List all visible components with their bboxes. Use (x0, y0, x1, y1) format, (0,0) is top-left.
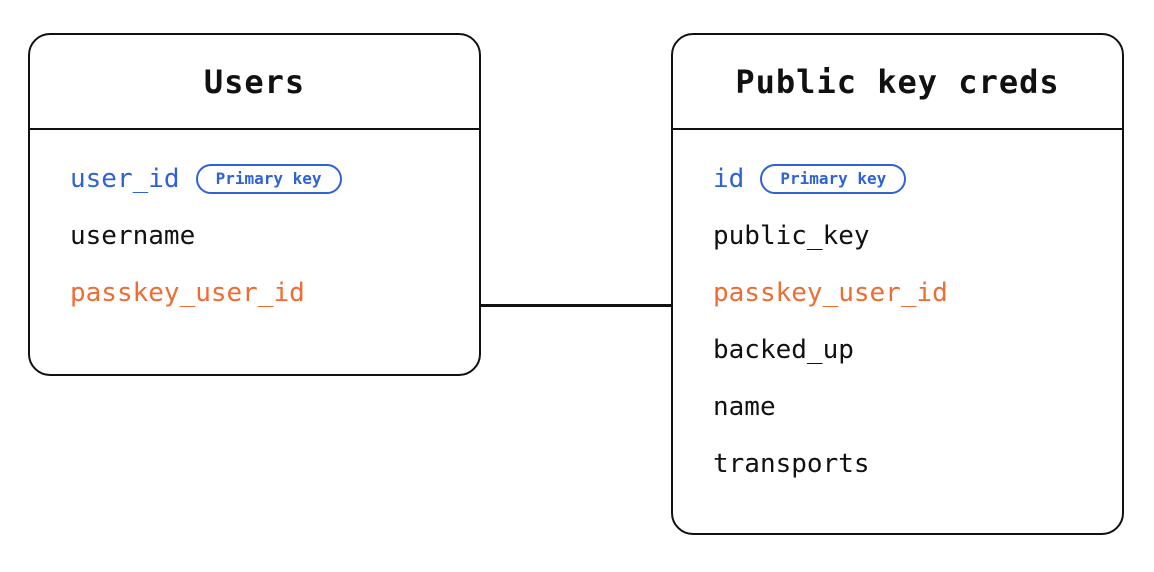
primary-key-badge-label: Primary key (780, 168, 887, 188)
entity-header-users: Users (30, 35, 479, 130)
field-row[interactable]: public_key (673, 207, 1122, 264)
field-row[interactable]: backed_up (673, 321, 1122, 378)
field-name: passkey_user_id (713, 277, 948, 308)
entity-header-public_key_creds: Public key creds (673, 35, 1122, 130)
field-row[interactable]: transports (673, 435, 1122, 492)
field-name: transports (713, 448, 870, 479)
entity-field-list-users: user_id Primary key username passkey_user_i… (30, 130, 479, 321)
entity-title: Users (203, 62, 306, 101)
relationship-line-users-to-public-key-creds[interactable] (481, 304, 671, 307)
field-name: username (70, 220, 196, 251)
field-name: user_id (70, 163, 180, 194)
entity-title: Public key creds (735, 62, 1060, 101)
field-row[interactable]: passkey_user_id (30, 264, 479, 321)
field-name: id (713, 163, 745, 194)
field-row[interactable]: id Primary key (673, 150, 1122, 207)
field-name: passkey_user_id (70, 277, 305, 308)
primary-key-badge: Primary key (195, 163, 342, 194)
field-name: backed_up (713, 334, 854, 365)
primary-key-badge-label: Primary key (215, 168, 322, 188)
primary-key-badge: Primary key (760, 163, 907, 194)
field-row[interactable]: passkey_user_id (673, 264, 1122, 321)
field-name: name (713, 391, 776, 422)
field-row[interactable]: username (30, 207, 479, 264)
field-name: public_key (713, 220, 870, 251)
entity-box-users[interactable]: Users user_id Primary key username passkey_u… (28, 33, 481, 376)
field-row[interactable]: name (673, 378, 1122, 435)
field-row[interactable]: user_id Primary key (30, 150, 479, 207)
